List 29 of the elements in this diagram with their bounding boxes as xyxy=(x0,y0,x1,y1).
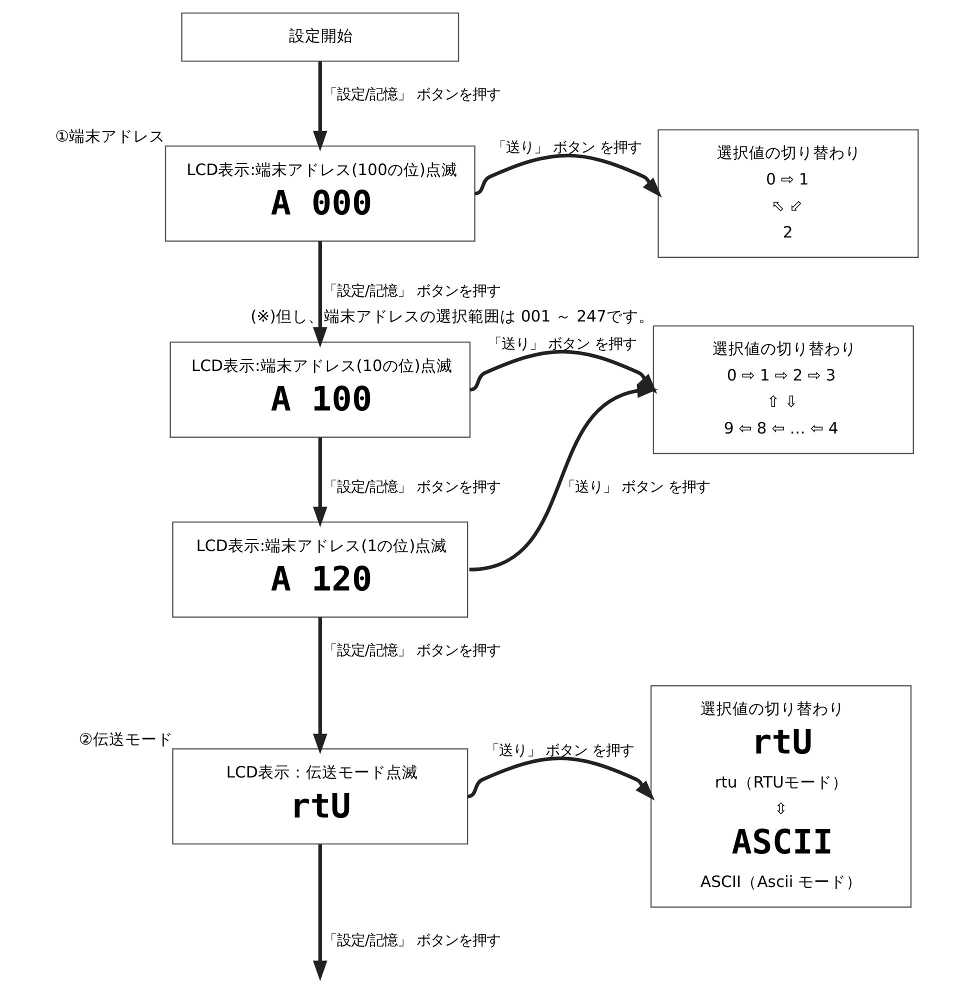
node-box: LCD表示:端末アドレス(100の位)点滅 A 000 xyxy=(164,145,475,242)
arrow xyxy=(312,241,327,348)
edge-label: 「送り」 ボタン を押す xyxy=(486,336,636,352)
arrow xyxy=(312,617,327,754)
arrow xyxy=(466,756,654,800)
node-label: ①端末アドレス xyxy=(54,126,165,146)
arrow xyxy=(312,844,327,982)
edge-label: 「送り」 ボタン を押す xyxy=(484,743,634,760)
edge-label: 「設定/記憶」 ボタンを押す xyxy=(322,480,500,496)
node-box: LCD表示：伝送モード点滅 rtU xyxy=(172,748,468,845)
node-box: 選択値の切り替わり rtU rtu（RTUモード） ⇳ ASCII ASCII（Ascii モード） xyxy=(650,685,912,908)
node-box: LCD表示:端末アドレス(1の位)点滅 A 120 xyxy=(172,521,468,618)
node-box: 選択値の切り替わり 0 ⇨ 1 ⬁ ⬃ 2 xyxy=(657,129,918,258)
arrow xyxy=(469,350,657,394)
edge-label: 「設定/記憶」 ボタンを押す xyxy=(322,283,500,300)
edge-label: 「設定/記憶」 ボタンを押す xyxy=(322,643,500,660)
node-box: LCD表示:端末アドレス(10の位)点滅 A 100 xyxy=(169,342,470,438)
arrow xyxy=(312,61,327,152)
edge-label: 「設定/記憶」 ボタンを押す xyxy=(322,87,500,104)
edge-label: 「送り」 ボタン を押す xyxy=(492,140,641,156)
node-box: 設定開始 xyxy=(180,12,459,62)
node-box: 選択値の切り替わり 0 ⇨ 1 ⇨ 2 ⇨ 3 ⇧ ⇩ 9 ⇦ 8 ⇦ … ⇦ 4 xyxy=(652,325,914,454)
edge-label: 「設定/記憶」 ボタンを押す xyxy=(322,933,500,950)
arrow xyxy=(312,438,327,528)
node-label: (※)但し、端末アドレスの選択範囲は 001 ～ 247です。 xyxy=(250,306,654,326)
node-label: ②伝送モード xyxy=(78,730,172,749)
arrow xyxy=(468,384,658,572)
edge-label: 「送り」 ボタン を押す xyxy=(560,480,710,496)
arrow xyxy=(474,154,662,198)
